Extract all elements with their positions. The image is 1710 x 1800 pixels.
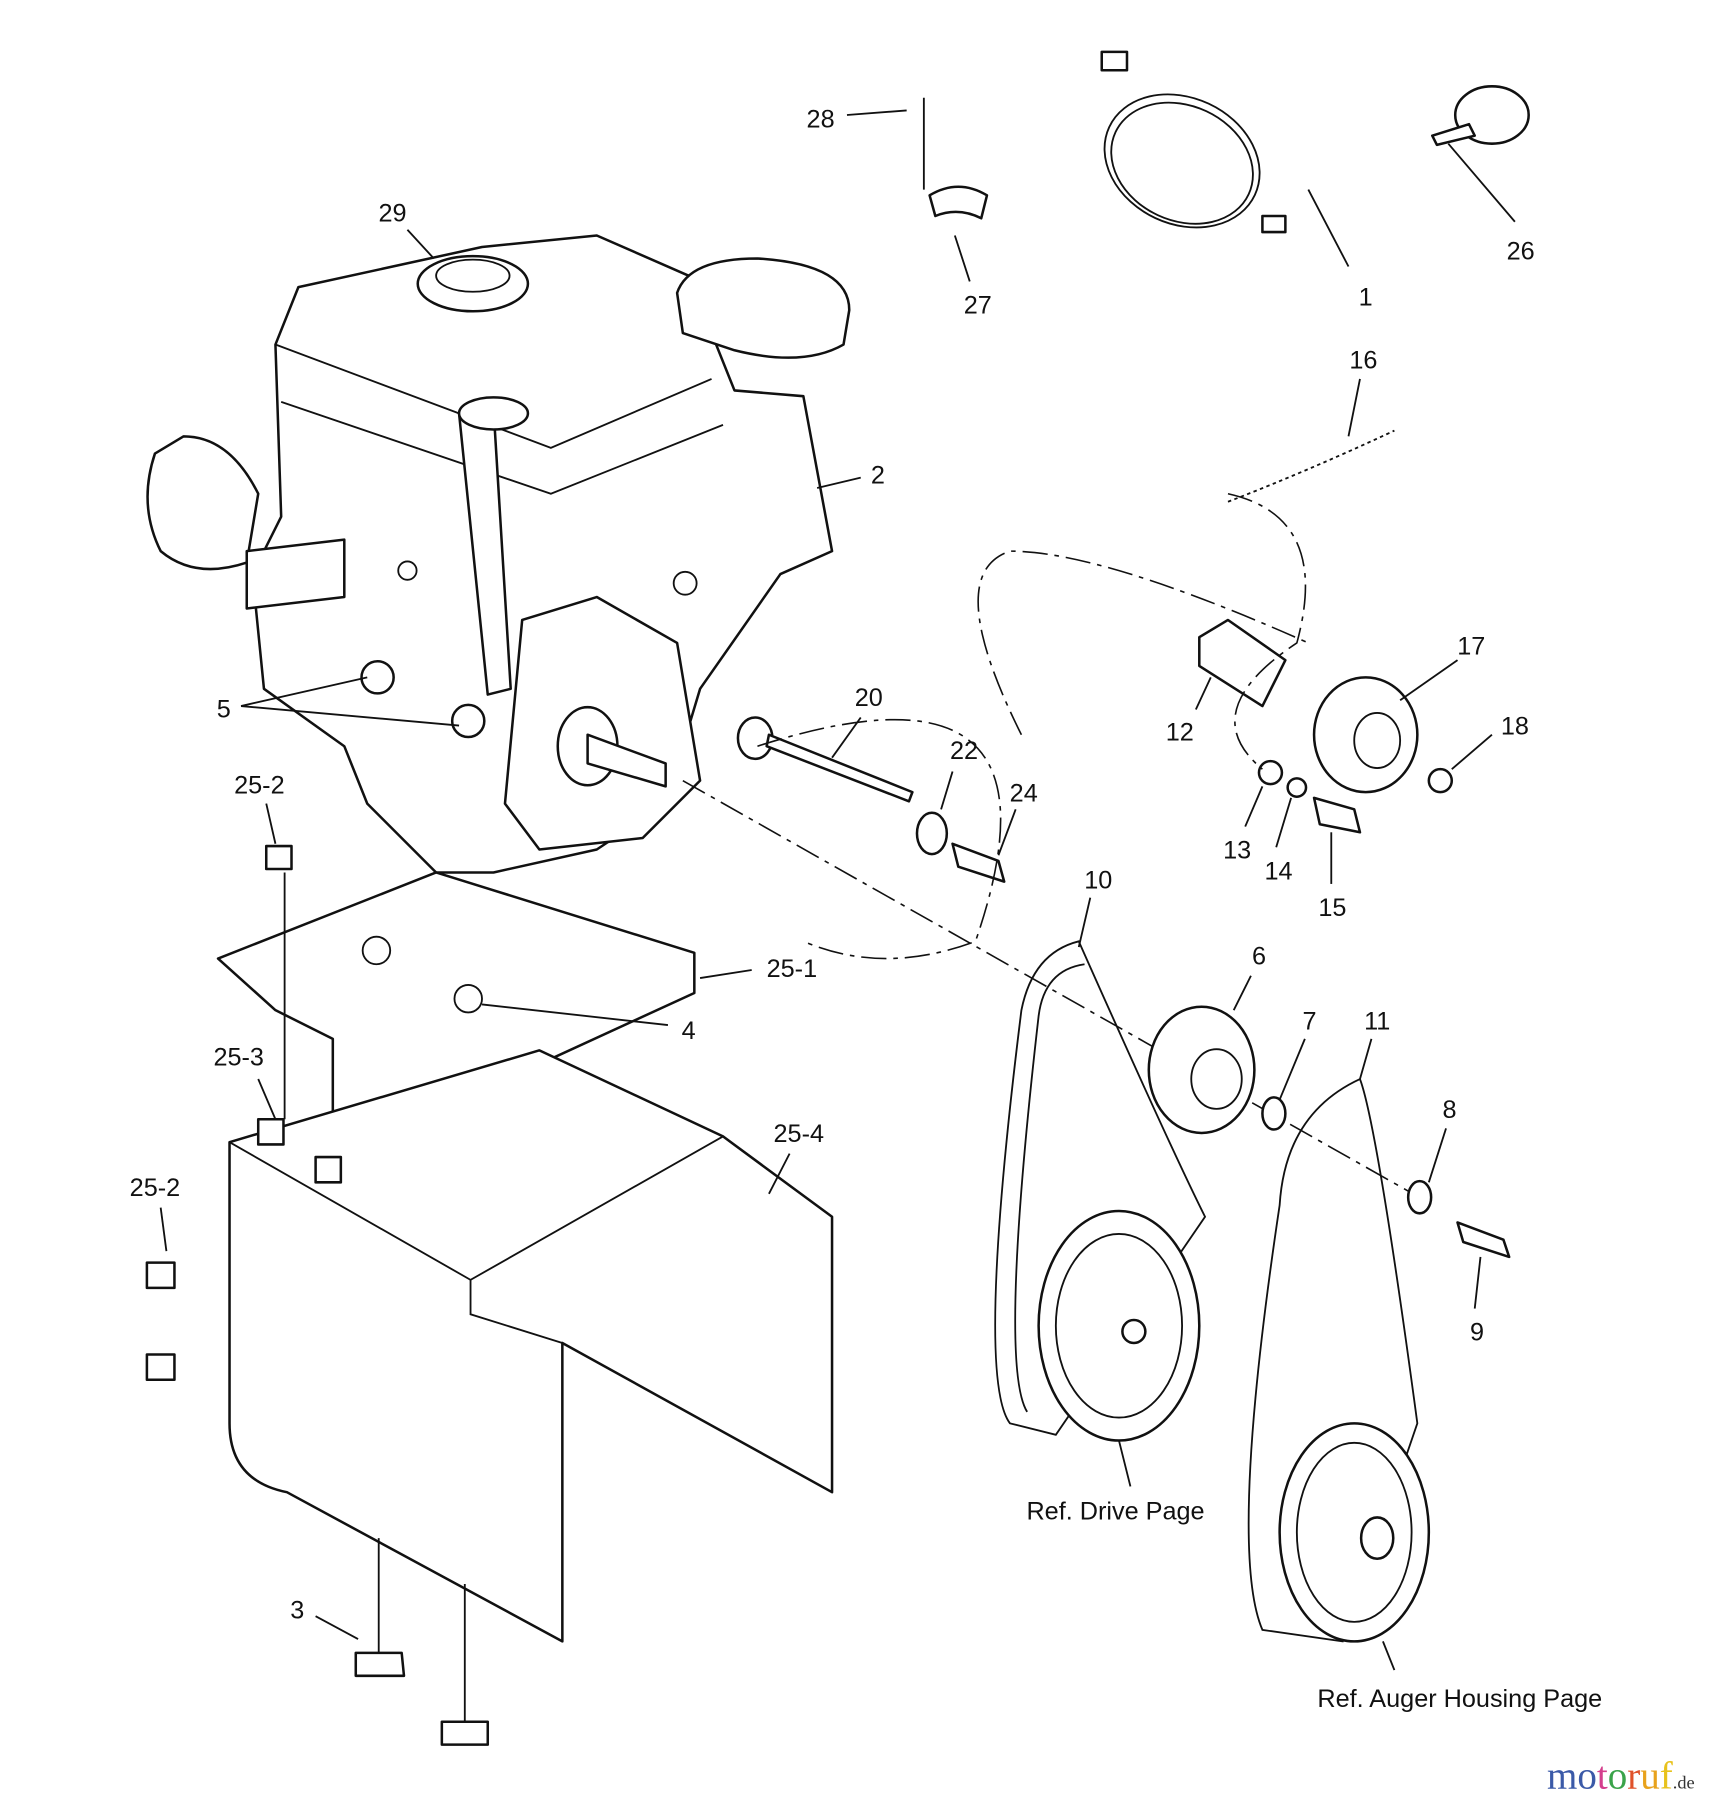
callout-7: 7 xyxy=(1302,1008,1316,1036)
callout-14: 14 xyxy=(1264,857,1292,885)
callout-8: 8 xyxy=(1442,1096,1456,1124)
callout-11: 11 xyxy=(1364,1008,1390,1036)
callout-1: 1 xyxy=(1359,284,1373,312)
callout-25-2: 25-2 xyxy=(234,771,285,799)
bolts xyxy=(145,844,1511,1746)
callout-29: 29 xyxy=(378,200,406,228)
callout-28: 28 xyxy=(807,106,835,134)
callout-18: 18 xyxy=(1501,713,1529,741)
callout-27: 27 xyxy=(964,292,992,320)
callout-15: 15 xyxy=(1318,894,1346,922)
part-pulley xyxy=(1147,1005,1256,1135)
callout-13: 13 xyxy=(1223,837,1251,865)
callout-25-1: 25-1 xyxy=(767,955,818,983)
callout-10: 10 xyxy=(1084,867,1112,895)
callout-25-4: 25-4 xyxy=(774,1120,825,1148)
callout-25-2: 25-2 xyxy=(130,1174,181,1202)
belts-pulleys xyxy=(994,940,1431,1643)
callout-2: 2 xyxy=(871,461,885,489)
watermark-logo: motoruf.de xyxy=(1547,1754,1695,1797)
callout-9: 9 xyxy=(1470,1319,1484,1347)
callout-6: 6 xyxy=(1252,942,1266,970)
callout-22: 22 xyxy=(950,737,978,765)
part-clip xyxy=(928,185,989,220)
part-cable xyxy=(1100,50,1287,234)
callout-16: 16 xyxy=(1349,347,1377,375)
callout-26: 26 xyxy=(1507,238,1535,266)
part-spring xyxy=(1227,429,1395,503)
callouts: 28 29 27 1 26 16 2 17 12 18 20 22 24 5 2… xyxy=(130,106,1603,1713)
callout-17: 17 xyxy=(1457,632,1485,660)
part-frame xyxy=(228,1049,834,1643)
callout-24: 24 xyxy=(1010,779,1038,807)
callout-3: 3 xyxy=(290,1596,304,1624)
idler-assembly xyxy=(1198,618,1454,834)
part-knob xyxy=(1431,85,1530,147)
callout-12: 12 xyxy=(1166,718,1194,746)
ref-auger-housing-page: Ref. Auger Housing Page xyxy=(1317,1685,1602,1713)
callout-25-3: 25-3 xyxy=(213,1043,264,1071)
callout-4: 4 xyxy=(682,1017,696,1045)
callout-20: 20 xyxy=(855,684,883,712)
leader-lines xyxy=(159,109,1516,1671)
ref-drive-page: Ref. Drive Page xyxy=(1026,1498,1204,1526)
callout-5: 5 xyxy=(217,696,231,724)
